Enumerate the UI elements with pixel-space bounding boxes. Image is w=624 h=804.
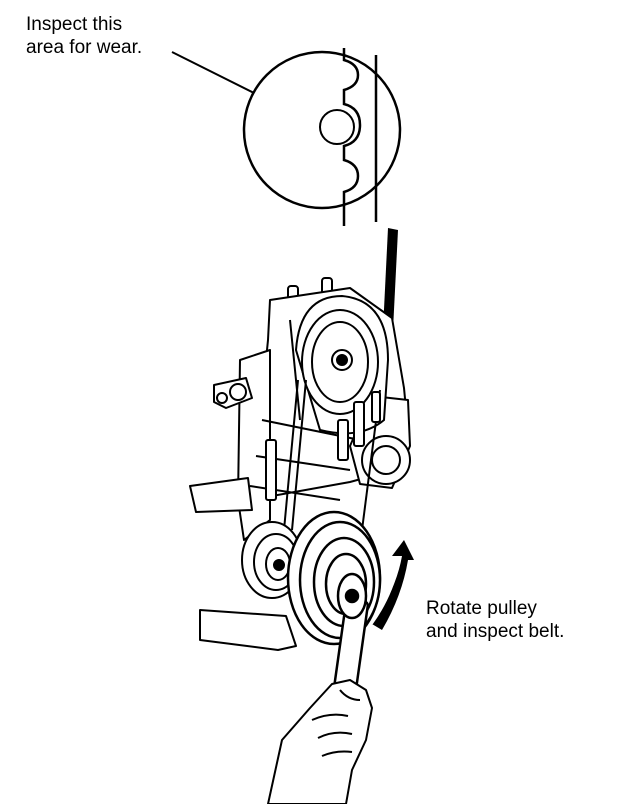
wrench: [332, 572, 370, 694]
inspect-area-line-1: Inspect this: [26, 14, 123, 35]
cam-pulley: [294, 294, 390, 435]
rotate-pulley-label: Rotate pulley and inspect belt.: [426, 597, 564, 643]
detail-circle-icon: [242, 48, 402, 226]
inspect-area-label: Inspect this area for wear.: [26, 13, 142, 59]
hand: [267, 679, 373, 804]
bolts: [265, 391, 381, 501]
rotation-arrow-icon: [371, 540, 414, 630]
rotate-pulley-line-2: and inspect belt.: [426, 621, 565, 642]
rotate-pulley-line-1: Rotate pulley: [426, 598, 537, 619]
inspect-area-line-2: area for wear.: [26, 37, 143, 58]
